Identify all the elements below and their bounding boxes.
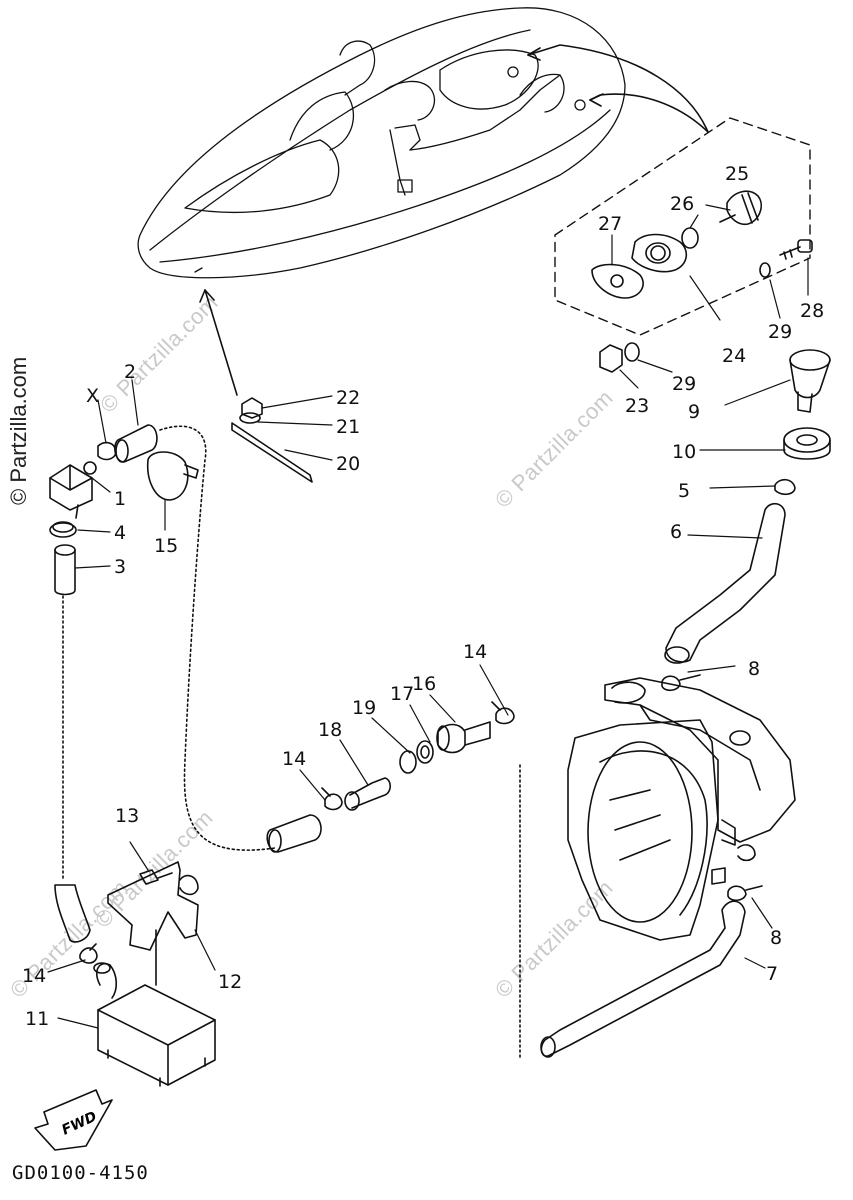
callout-5: 5 [678, 480, 690, 502]
callout-23: 23 [625, 395, 649, 417]
callout-14-center: 14 [282, 748, 306, 770]
callout-4: 4 [114, 522, 126, 544]
jet-pump-housing [567, 677, 796, 941]
callout-11: 11 [25, 1008, 49, 1030]
diagram-code: GD0100-4150 [12, 1162, 149, 1184]
callout-20: 20 [336, 453, 360, 475]
callout-8-upper: 8 [748, 658, 760, 680]
callout-8-lower: 8 [770, 927, 782, 949]
callout-21: 21 [336, 416, 360, 438]
fwd-arrow [34, 1089, 113, 1151]
callout-29-lower: 29 [672, 373, 696, 395]
callout-18: 18 [318, 719, 342, 741]
callout-13: 13 [115, 805, 139, 827]
callout-16: 16 [412, 673, 436, 695]
callout-7: 7 [766, 963, 778, 985]
callout-14-right: 14 [463, 641, 487, 663]
callout-22: 22 [336, 387, 360, 409]
callout-17: 17 [390, 683, 414, 705]
callout-29-upper: 29 [768, 321, 792, 343]
callout-26: 26 [670, 193, 694, 215]
watercraft-hull [137, 7, 626, 279]
callout-12: 12 [218, 971, 242, 993]
arrow [527, 44, 709, 133]
callout-24: 24 [722, 345, 746, 367]
callout-14-left: 14 [22, 965, 46, 987]
callout-15: 15 [154, 535, 178, 557]
callout-10: 10 [672, 441, 696, 463]
callout-28: 28 [800, 300, 824, 322]
callout-27: 27 [598, 213, 622, 235]
callout-1: 1 [114, 488, 126, 510]
callout-3: 3 [114, 556, 126, 578]
callout-6: 6 [670, 521, 682, 543]
callout-9: 9 [688, 401, 700, 423]
callout-2: 2 [124, 361, 136, 383]
callout-19: 19 [352, 697, 376, 719]
callout-x: X [86, 385, 99, 407]
callout-25: 25 [725, 163, 749, 185]
